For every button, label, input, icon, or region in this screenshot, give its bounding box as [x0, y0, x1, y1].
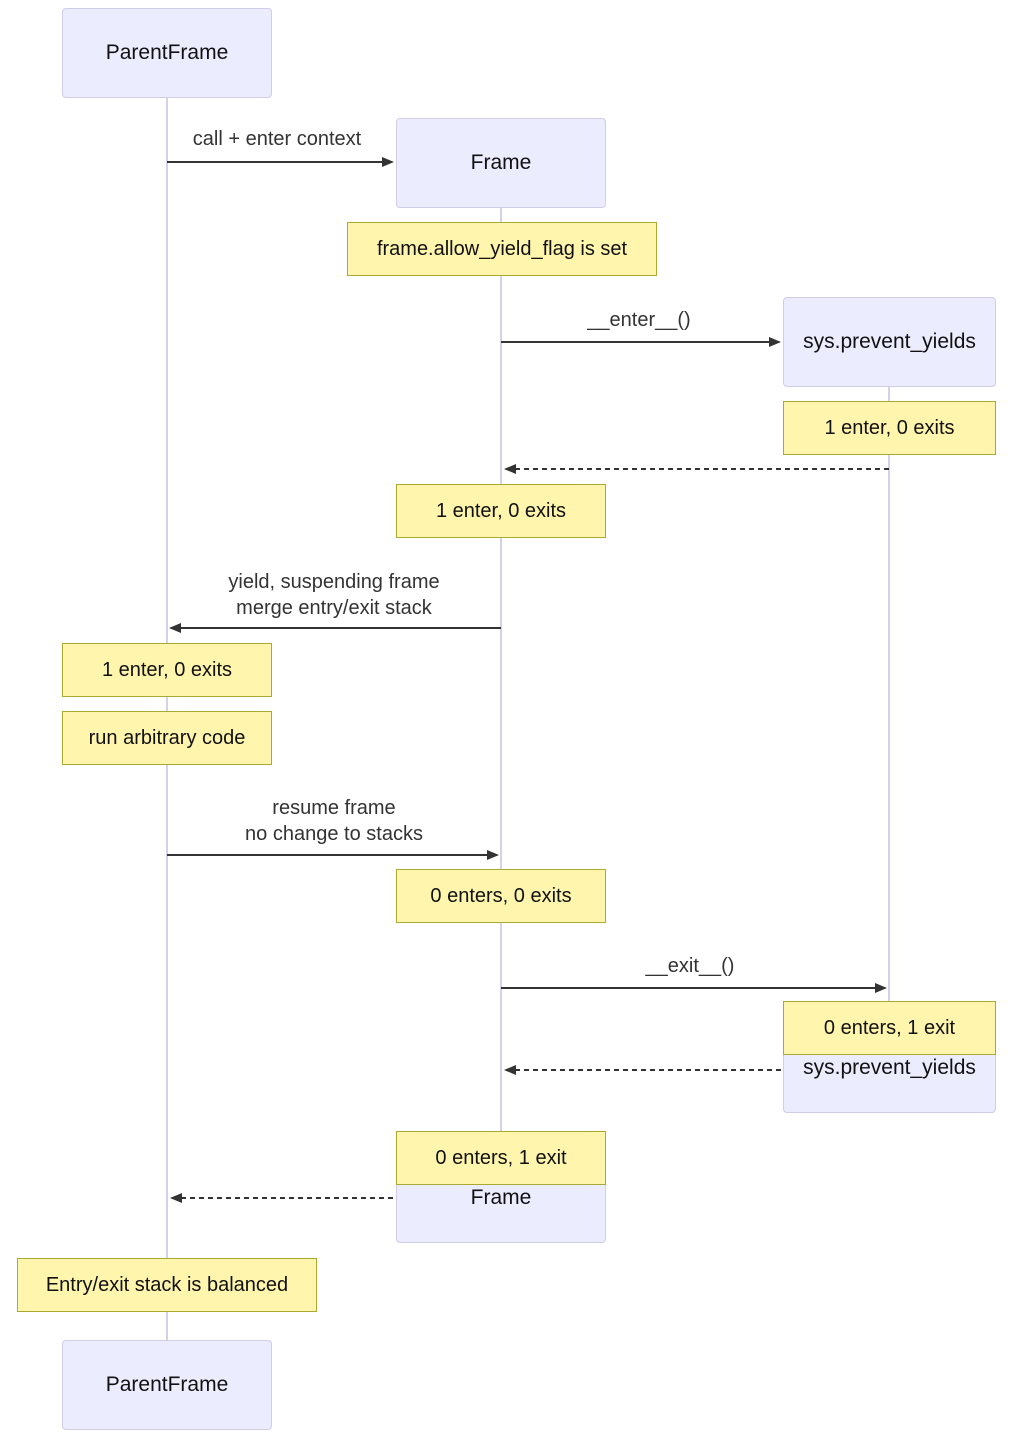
participant-sys-prevent-yields-top: sys.prevent_yields	[783, 297, 996, 387]
participant-parentframe-bottom: ParentFrame	[62, 1340, 272, 1430]
message-label-yield-line1: yield, suspending frame	[228, 571, 440, 593]
note-allow-yield-flag: frame.allow_yield_flag is set	[347, 222, 657, 276]
message-label-yield-line2: merge entry/exit stack	[236, 597, 432, 619]
participant-frame-top: Frame	[396, 118, 606, 208]
message-label-enter: __enter__()	[587, 309, 691, 331]
message-label-call-enter-context: call + enter context	[192, 128, 362, 150]
note-parent-1-enter-0-exits: 1 enter, 0 exits	[62, 643, 272, 697]
note-sys-0-enters-1-exit: 0 enters, 1 exit	[783, 1001, 996, 1055]
note-frame-0-enters-1-exit: 0 enters, 1 exit	[396, 1131, 606, 1185]
message-label-resume: resume frame no change to stacks	[245, 795, 423, 847]
message-label-resume-line2: no change to stacks	[245, 823, 423, 845]
message-label-yield: yield, suspending frame merge entry/exit…	[228, 569, 439, 621]
message-label-exit: __exit__()	[645, 955, 735, 977]
note-frame-0-enters-0-exits: 0 enters, 0 exits	[396, 869, 606, 923]
note-run-arbitrary-code: run arbitrary code	[62, 711, 272, 765]
participant-parentframe-top: ParentFrame	[62, 8, 272, 98]
note-stack-balanced: Entry/exit stack is balanced	[17, 1258, 317, 1312]
note-sys-1-enter-0-exits: 1 enter, 0 exits	[783, 401, 996, 455]
note-frame-1-enter-0-exits: 1 enter, 0 exits	[396, 484, 606, 538]
message-label-resume-line1: resume frame	[272, 797, 396, 819]
